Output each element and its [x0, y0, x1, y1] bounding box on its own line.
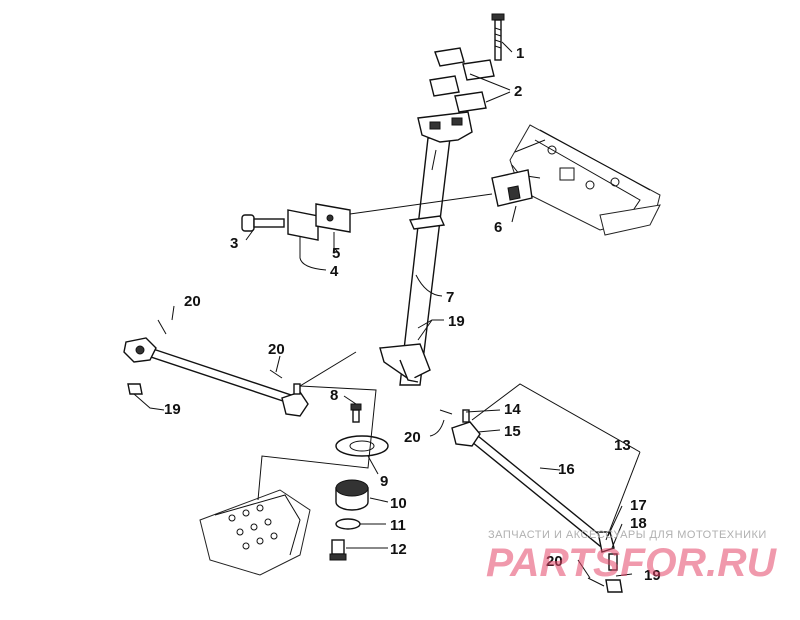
callout-19-left: 19 — [164, 401, 181, 418]
callout-4: 4 — [330, 263, 339, 280]
watermark: ЗАПЧАСТИ И АКСЕССУАРЫ ДЛЯ МОТОТЕХНИКИ PA… — [486, 529, 777, 585]
callout-14: 14 — [504, 401, 521, 418]
reference-lines — [257, 193, 641, 541]
right-tie-rod — [439, 409, 623, 593]
callout-20-right-top: 20 — [404, 429, 421, 446]
leader-lines — [133, 41, 633, 579]
callout-17: 17 — [630, 497, 647, 514]
callout-20-left-top: 20 — [184, 293, 201, 310]
callout-11: 11 — [390, 517, 406, 534]
callout-19-column: 19 — [448, 313, 465, 330]
watermark-tagline: ЗАПЧАСТИ И АКСЕССУАРЫ ДЛЯ МОТОТЕХНИКИ — [488, 529, 767, 541]
callout-12: 12 — [390, 541, 407, 558]
bolt-plate-block — [241, 203, 351, 241]
callout-20-right-bottom: 20 — [546, 553, 563, 570]
clamp-blocks — [429, 47, 495, 113]
callout-labels: 1 2 3 4 5 6 7 8 9 10 11 12 13 14 15 16 1… — [164, 45, 661, 584]
callout-7: 7 — [446, 289, 454, 306]
watermark-brand: PARTSFOR.RU — [486, 541, 777, 585]
callout-18: 18 — [630, 515, 647, 532]
callout-2: 2 — [514, 83, 522, 100]
callout-10: 10 — [390, 495, 407, 512]
callout-5: 5 — [332, 245, 340, 262]
callout-13: 13 — [614, 437, 631, 454]
callout-15: 15 — [504, 423, 521, 440]
callout-19-right: 19 — [644, 567, 661, 584]
left-tie-rod — [123, 319, 309, 417]
callout-3: 3 — [230, 235, 238, 252]
callout-8: 8 — [330, 387, 338, 404]
callout-1: 1 — [516, 45, 524, 62]
callout-6: 6 — [494, 219, 502, 236]
steering-post — [379, 111, 473, 386]
callout-9: 9 — [380, 473, 388, 490]
frame-bracket-background — [509, 124, 661, 236]
lower-bearing-stack — [329, 403, 389, 561]
bolt-top — [491, 13, 505, 61]
bracket-block — [491, 169, 533, 207]
callout-16: 16 — [558, 461, 575, 478]
callout-20-left-mid: 20 — [268, 341, 285, 358]
floor-pan-background — [199, 489, 311, 576]
